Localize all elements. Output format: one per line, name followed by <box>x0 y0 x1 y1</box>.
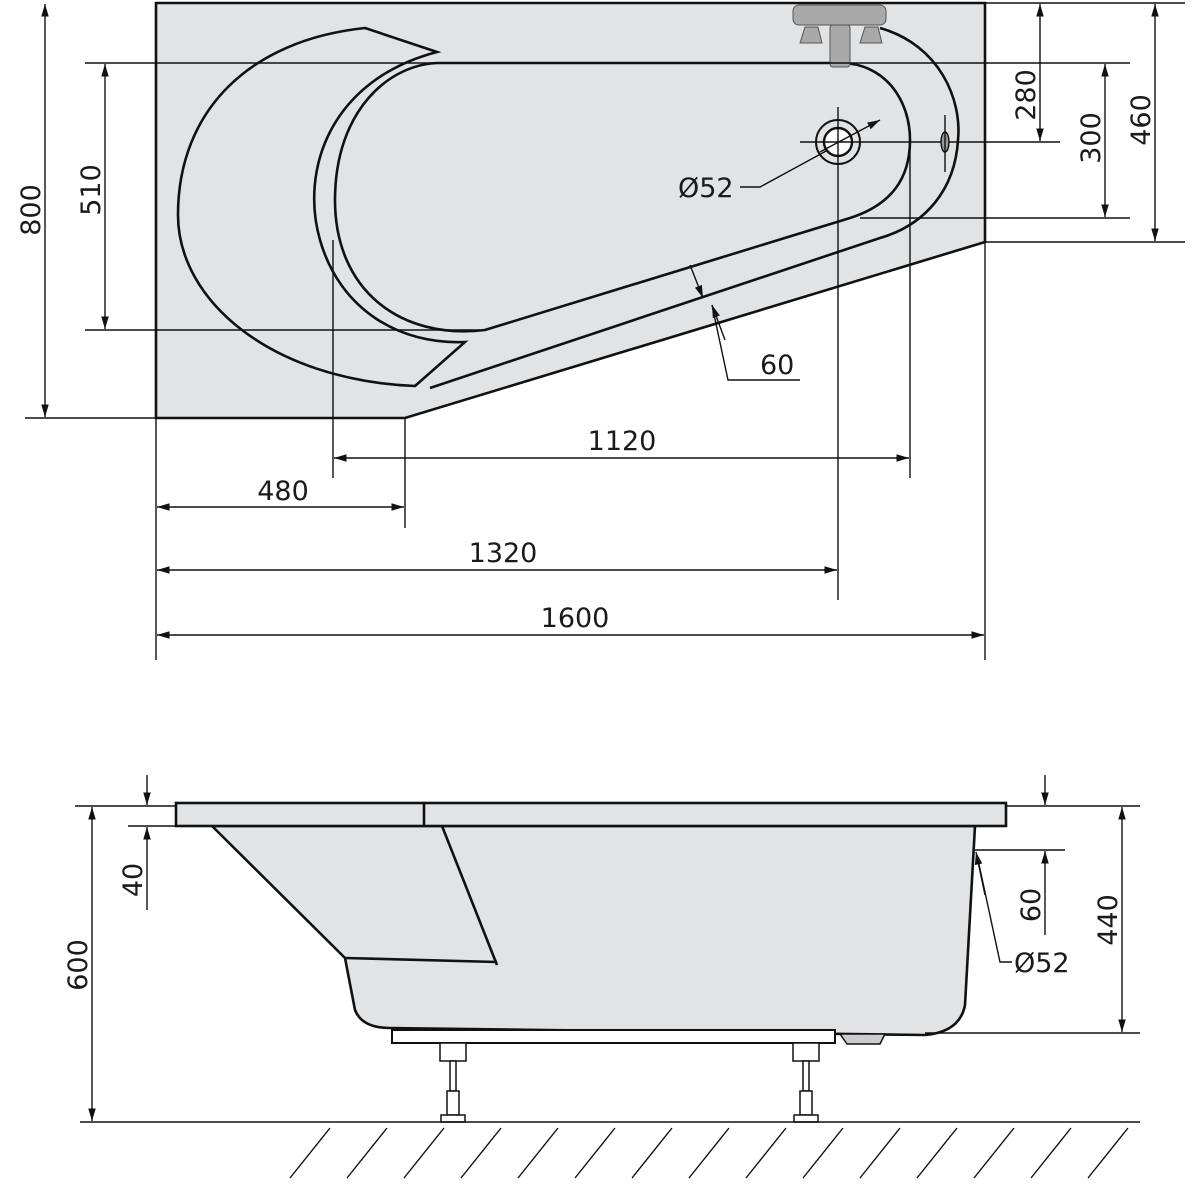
hatch-line <box>289 1127 331 1179</box>
dim-300: 300 <box>1076 112 1107 164</box>
dim-460: 460 <box>1126 94 1157 146</box>
hatch-line <box>973 1127 1015 1179</box>
dim-1320: 1320 <box>469 538 538 569</box>
hatch-line <box>688 1127 730 1179</box>
hatch-line <box>859 1127 901 1179</box>
dim-480: 480 <box>257 476 309 507</box>
leg-right <box>792 1042 820 1123</box>
hatch-line <box>802 1127 844 1179</box>
hatch-line <box>745 1127 787 1179</box>
side-view: 600 40 60 Ø52 440 <box>63 775 1140 1179</box>
hatch-line <box>916 1127 958 1179</box>
hatch-line <box>403 1127 445 1179</box>
leg-left <box>439 1042 467 1123</box>
dim-600: 600 <box>63 939 94 991</box>
faucet-icon <box>792 4 887 68</box>
hatch-line <box>1087 1127 1129 1179</box>
dim-1600: 1600 <box>541 603 610 634</box>
dim-drain-diameter: Ø52 <box>678 173 734 204</box>
tub-outline-top <box>154 1 987 420</box>
dim-60-rim: 60 <box>760 350 794 381</box>
hatch-line <box>631 1127 673 1179</box>
hatch-line <box>517 1127 559 1179</box>
tub-body-side <box>208 824 977 1037</box>
dim-60-overflow: 60 <box>1016 888 1047 922</box>
dim-510: 510 <box>76 164 107 216</box>
drain-bump <box>838 1033 887 1045</box>
dim-800: 800 <box>16 184 47 236</box>
hatch-line <box>574 1127 616 1179</box>
hatch-line <box>346 1127 388 1179</box>
dim-1120: 1120 <box>588 426 657 457</box>
top-view: 800 510 280 300 460 Ø52 60 1120 480 1320… <box>16 1 1185 660</box>
dim-overflow-diameter: Ø52 <box>1014 948 1070 979</box>
floor-hatching <box>289 1127 1129 1179</box>
hatch-line <box>460 1127 502 1179</box>
dim-280: 280 <box>1011 69 1042 121</box>
dim-440: 440 <box>1093 894 1124 946</box>
tub-rim <box>174 801 1008 828</box>
outer-basin-right <box>429 26 960 390</box>
outer-basin-edge <box>176 26 469 388</box>
hatch-line <box>1030 1127 1072 1179</box>
drain-icon <box>800 107 1060 600</box>
base-frame <box>391 1029 836 1044</box>
dim-40: 40 <box>118 863 149 897</box>
